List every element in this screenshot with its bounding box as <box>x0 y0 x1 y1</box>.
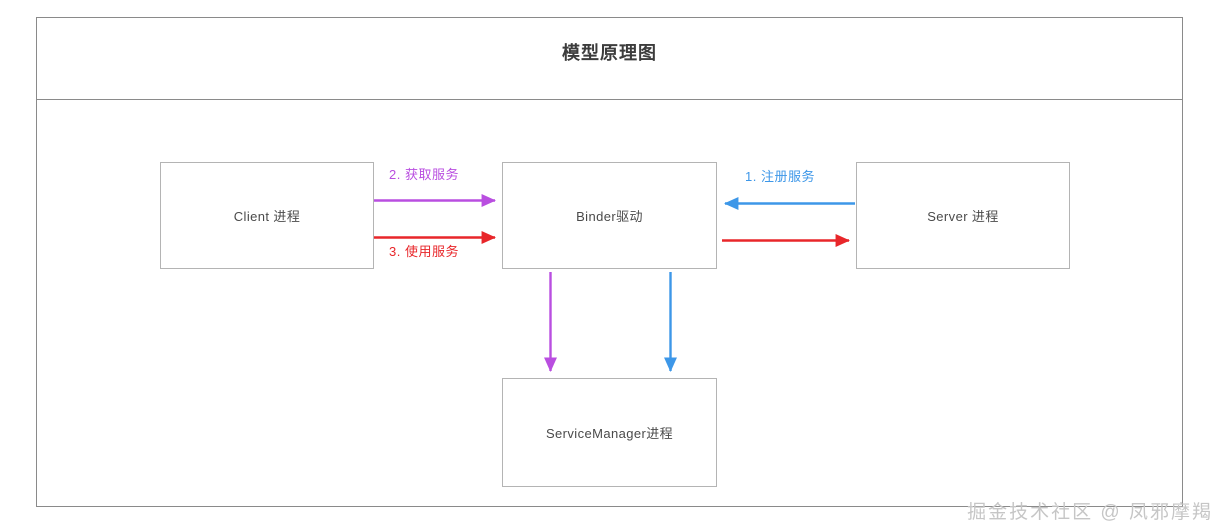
node-client-process-label: Client 进程 <box>233 209 301 224</box>
edge-label-get-service: 2. 获取服务 <box>389 167 459 182</box>
node-binder-driver-label: Binder驱动 <box>576 209 643 224</box>
node-binder-driver: Binder驱动 <box>502 162 717 269</box>
node-servicemanager-process: ServiceManager进程 <box>502 378 717 487</box>
node-client-process: Client 进程 <box>160 162 374 269</box>
node-servicemanager-process-label: ServiceManager进程 <box>545 426 674 441</box>
watermark: 掘金技术社区 @ 凤邪摩羯 <box>967 502 1213 523</box>
header-divider <box>37 99 1182 100</box>
edge-label-use-service: 3. 使用服务 <box>389 244 459 259</box>
node-server-process-label: Server 进程 <box>927 209 999 224</box>
edge-label-register-service: 1. 注册服务 <box>745 169 815 184</box>
page-title: 模型原理图 <box>562 43 657 63</box>
node-server-process: Server 进程 <box>856 162 1070 269</box>
